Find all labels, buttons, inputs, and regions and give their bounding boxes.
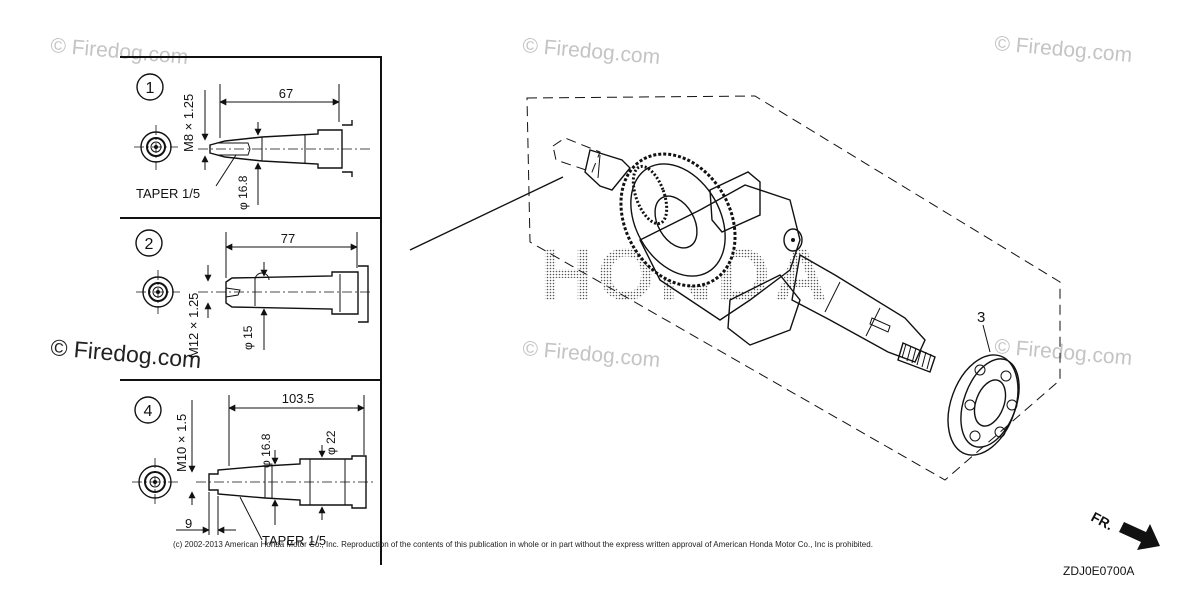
diameter-spec-small: φ 16.8 xyxy=(259,433,273,468)
diagram-code: ZDJ0E0700A xyxy=(1063,564,1135,578)
part-number-label: 3 xyxy=(977,309,985,326)
direction-label: FR. xyxy=(1089,509,1116,534)
panel-number: 2 xyxy=(145,236,154,253)
watermark-top-left: © Firedog.com xyxy=(50,34,190,69)
thread-spec: M10 × 1.5 xyxy=(174,414,189,472)
panel-number: 1 xyxy=(146,80,155,97)
dimension-length: 77 xyxy=(281,231,295,246)
copyright-notice: (c) 2002-2013 American Honda Motor Co., … xyxy=(173,540,873,549)
diameter-spec: φ 16.8 xyxy=(236,175,250,210)
taper-label: TAPER 1/5 xyxy=(136,186,200,201)
watermark-top-center: © Firedog.com xyxy=(522,34,662,69)
front-direction-indicator: FR. xyxy=(1089,509,1160,550)
thread-spec: M12 × 1.25 xyxy=(186,293,201,358)
panel-number-circle xyxy=(135,229,163,257)
diameter-spec: φ 15 xyxy=(241,325,255,350)
thread-spec: M8 × 1.25 xyxy=(181,94,196,152)
part-leader-3 xyxy=(982,324,991,353)
shaft-side-view xyxy=(198,265,370,323)
watermark-middle-right: © Firedog.com xyxy=(994,335,1134,370)
assembly-boundary xyxy=(526,95,1061,481)
shaft-side-view xyxy=(196,455,376,509)
watermark-middle-left: © Firedog.com xyxy=(50,334,203,373)
shaft-end-view xyxy=(134,125,178,170)
ball-bearing xyxy=(947,354,1020,456)
shaft-side-view xyxy=(198,120,370,177)
detail-panel-2: 2 77 M12 × 1.25 φ 15 xyxy=(135,229,370,358)
dimension-length: 103.5 xyxy=(282,391,315,406)
timing-gear xyxy=(619,152,737,288)
dimension-length: 67 xyxy=(279,86,293,101)
dimension-offset: 9 xyxy=(185,516,192,531)
shaft-end-view xyxy=(132,458,178,506)
taper-label: TAPER 1/5 xyxy=(262,533,326,548)
crankshaft-assembly-view: HONDA xyxy=(409,95,1061,481)
reference-leader xyxy=(409,176,564,251)
detail-panel-1: 1 67 M8 × 1.25 φ 16.8 xyxy=(134,73,370,210)
panel-number-circle xyxy=(136,73,164,101)
detail-panel-frame xyxy=(120,56,382,565)
diameter-spec-large: φ 22 xyxy=(324,430,338,455)
panel-number-circle xyxy=(134,396,162,424)
direction-arrow-icon xyxy=(1119,522,1160,550)
watermark-group: © Firedog.com © Firedog.com © Firedog.co… xyxy=(50,32,1134,373)
watermark-top-right: © Firedog.com xyxy=(994,32,1134,67)
shaft-end-view xyxy=(136,270,180,314)
panel-number: 4 xyxy=(144,403,153,420)
detail-panel-4: 4 103.5 M10 × 1.5 φ 16.8 φ 22 xyxy=(132,391,376,548)
watermark-middle-center: © Firedog.com xyxy=(522,337,662,372)
